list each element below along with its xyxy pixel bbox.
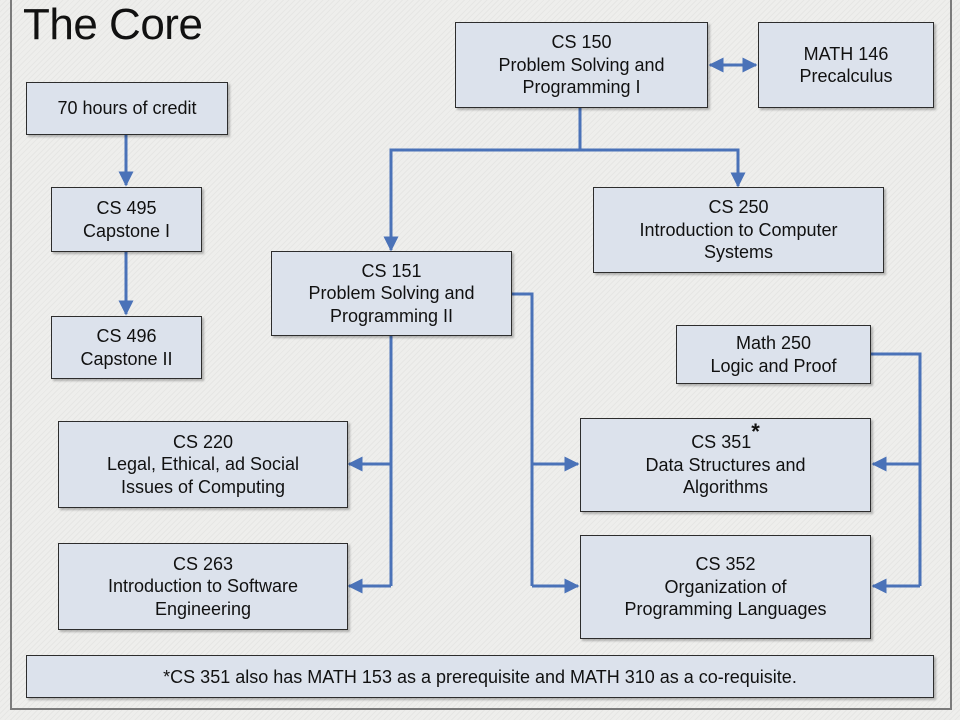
course-name-line2: Algorithms xyxy=(682,477,769,498)
course-name-line1: Data Structures and xyxy=(645,454,806,475)
course-code: CS 150 xyxy=(551,32,612,53)
course-name: Precalculus xyxy=(799,66,893,86)
course-code-row: CS 351* xyxy=(691,421,760,454)
box-cs351: CS 351* Data Structures and Algorithms xyxy=(580,418,871,512)
box-cs352: CS 352 Organization of Programming Langu… xyxy=(580,535,871,639)
box-70-hours-of-credit: 70 hours of credit xyxy=(26,82,228,135)
course-code: CS 263 xyxy=(172,553,234,574)
course-code: MATH 146 xyxy=(803,43,889,64)
box-cs220: CS 220 Legal, Ethical, ad Social Issues … xyxy=(58,421,348,508)
course-name-line1: Introduction to Software xyxy=(107,576,299,597)
course-name-line2: Engineering xyxy=(154,598,252,619)
box-cs250: CS 250 Introduction to Computer Systems xyxy=(593,187,884,273)
box-cs263: CS 263 Introduction to Software Engineer… xyxy=(58,543,348,630)
course-name-line1: Problem Solving and xyxy=(498,54,665,75)
course-name-line2: Programming I xyxy=(522,77,641,98)
course-name-line1: Problem Solving and xyxy=(308,283,475,304)
course-name-line1: Introduction to Computer xyxy=(639,219,838,240)
course-code: CS 352 xyxy=(695,554,756,575)
box-cs151: CS 151 Problem Solving and Programming I… xyxy=(271,251,512,336)
slide-title: The Core xyxy=(23,0,203,49)
course-name: Capstone I xyxy=(82,220,171,241)
course-name-line1: Legal, Ethical, ad Social xyxy=(106,454,300,475)
course-name-line2: Programming Languages xyxy=(624,599,827,620)
course-code: CS 495 xyxy=(96,198,157,218)
box-math146: MATH 146 Precalculus xyxy=(758,22,934,108)
course-code: CS 151 xyxy=(361,260,422,281)
box-cs150: CS 150 Problem Solving and Programming I xyxy=(455,22,708,108)
course-code: CS 250 xyxy=(708,197,769,218)
box-cs496: CS 496 Capstone II xyxy=(51,316,202,379)
box-math250: Math 250 Logic and Proof xyxy=(676,325,871,384)
asterisk-marker: * xyxy=(751,419,760,445)
footnote-box: *CS 351 also has MATH 153 as a prerequis… xyxy=(26,655,934,698)
footnote-text: *CS 351 also has MATH 153 as a prerequis… xyxy=(163,667,797,688)
course-code: CS 220 xyxy=(172,431,234,452)
course-name-line2: Programming II xyxy=(329,305,454,326)
course-code: CS 496 xyxy=(96,326,157,346)
course-name: Capstone II xyxy=(80,348,173,369)
course-code: CS 351 xyxy=(691,432,752,453)
slide-frame xyxy=(10,0,952,710)
course-name-line2: Issues of Computing xyxy=(120,476,286,497)
course-name-line2: Systems xyxy=(703,242,773,263)
box-label: 70 hours of credit xyxy=(57,98,197,119)
box-cs495: CS 495 Capstone I xyxy=(51,187,202,252)
course-code: Math 250 xyxy=(735,333,812,353)
course-name: Logic and Proof xyxy=(710,355,837,376)
course-name-line1: Organization of xyxy=(664,576,787,597)
